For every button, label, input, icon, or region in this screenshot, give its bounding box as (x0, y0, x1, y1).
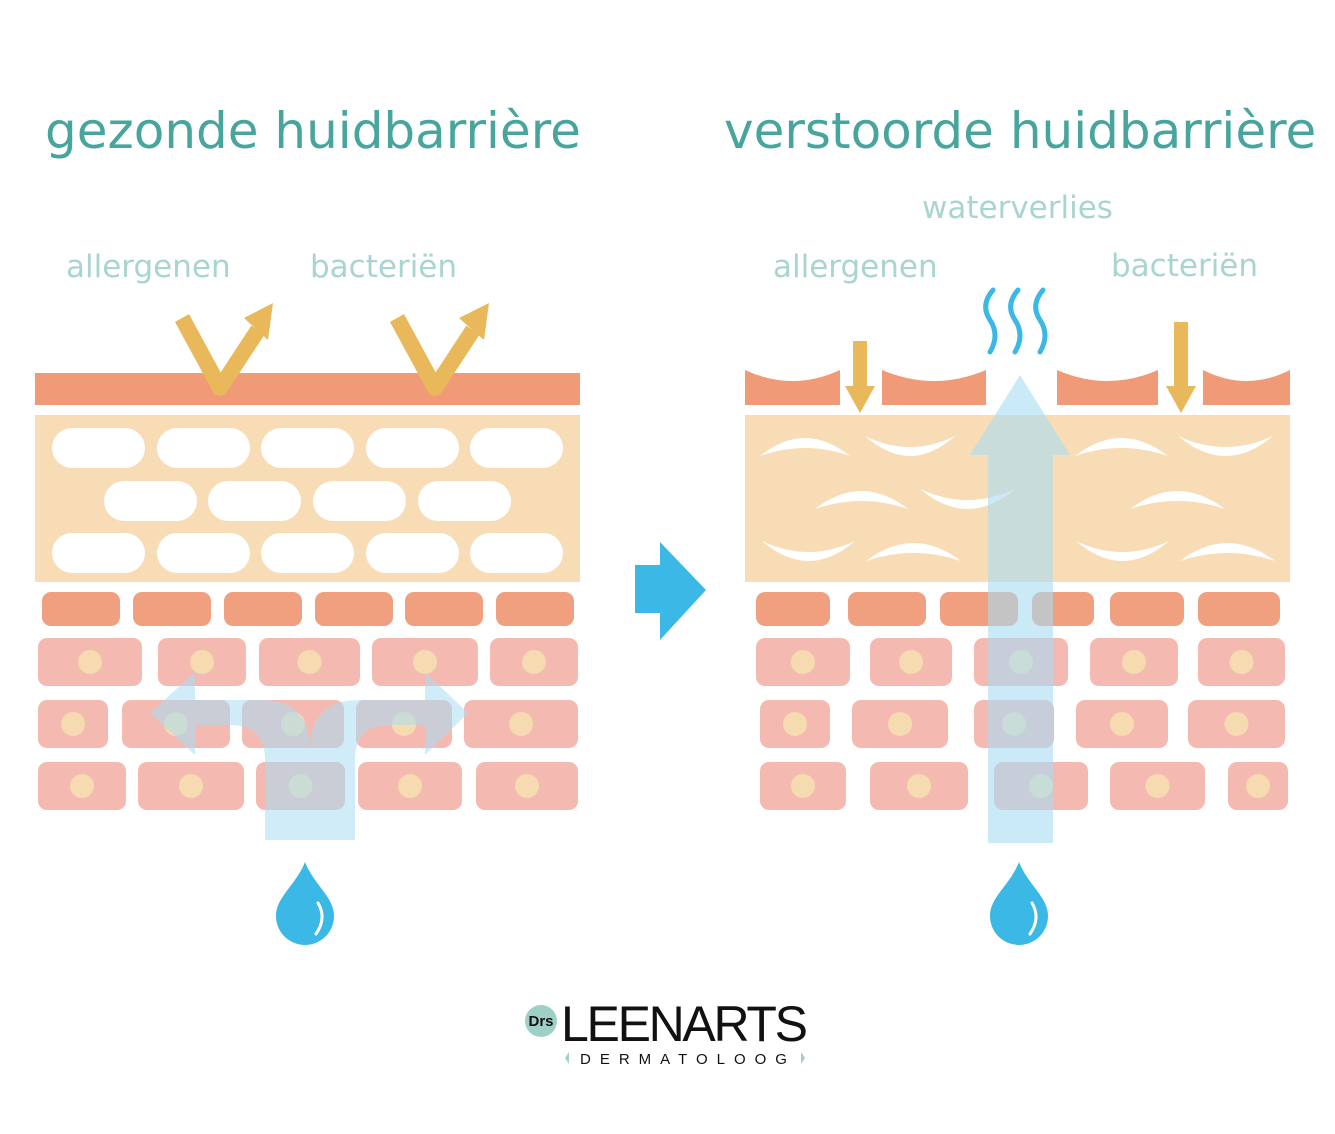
lipid-cell (470, 533, 563, 573)
water-flow-split-arrow (150, 672, 468, 840)
cell-nucleus (515, 774, 539, 798)
epidermis-cells (38, 592, 578, 810)
damaged-lipid-cell (1076, 541, 1169, 561)
cell-nucleus (899, 650, 923, 674)
logo-prefix: Drs (528, 1013, 553, 1030)
damaged-lipid-cell (1180, 543, 1275, 561)
basal-cell (1198, 592, 1280, 626)
left-bacteria-label: bacteriën (310, 249, 457, 285)
bacteria-penetration-arrow (1166, 322, 1196, 413)
basal-cell (224, 592, 302, 626)
cell-nucleus (1246, 774, 1270, 798)
cell-nucleus (509, 712, 533, 736)
cell-nucleus (297, 650, 322, 674)
basal-cell (133, 592, 211, 626)
water-drop-icon (990, 862, 1048, 945)
damaged-lipid-cell (815, 491, 908, 509)
cell-nucleus (1110, 712, 1134, 736)
damaged-lipid-cell (762, 541, 855, 561)
bounce-arrow-bacteria (389, 303, 489, 396)
cell-nucleus (791, 774, 815, 798)
cell-nucleus (888, 712, 912, 736)
lipid-cell (261, 428, 354, 468)
cell-nucleus (1224, 712, 1249, 736)
lipid-cell (366, 533, 459, 573)
basal-cell (496, 592, 574, 626)
right-bacteria-label: bacteriën (1111, 248, 1258, 284)
logo-badge (525, 1005, 557, 1037)
cell-nucleus (1145, 774, 1170, 798)
lipid-cell (470, 428, 563, 468)
damaged-lipid-cell (1178, 436, 1273, 456)
cell-nucleus (78, 650, 102, 674)
healthy-skin (35, 303, 580, 945)
logo-subtitle: DERMATOLOOG (580, 1051, 796, 1068)
lipid-cell (208, 481, 301, 521)
basal-cell (315, 592, 393, 626)
lipid-cell (52, 428, 145, 468)
left-allergens-label: allergenen (66, 249, 231, 285)
damaged-lipid-cell (760, 438, 850, 456)
cell-nucleus (413, 650, 437, 674)
broken-top-skin-layer (745, 370, 1290, 405)
cell-nucleus (1122, 650, 1146, 674)
damaged-lipid-cells (760, 436, 1275, 561)
lipid-cell (157, 428, 250, 468)
allergen-penetration-arrow (845, 341, 875, 413)
cell-nucleus (398, 774, 422, 798)
right-allergens-label: allergenen (773, 249, 938, 285)
cell-nucleus (907, 774, 931, 798)
broken-skin-piece (745, 370, 840, 405)
lipid-cells (52, 428, 563, 573)
logo-name: LEENARTS (561, 996, 808, 1052)
basal-cell (848, 592, 926, 626)
cell-nucleus (179, 774, 203, 798)
cell-nucleus (791, 650, 815, 674)
lipid-cell (366, 428, 459, 468)
lipid-cell (104, 481, 197, 521)
cell-nucleus (70, 774, 94, 798)
leenarts-logo: Drs LEENARTS DERMATOLOOG (525, 996, 808, 1068)
bounce-arrow-allergens (174, 303, 273, 396)
lipid-cell (418, 481, 511, 521)
basal-cell (405, 592, 483, 626)
damaged-lipid-cell (866, 543, 961, 561)
cell-nucleus (522, 650, 546, 674)
damaged-lipid-cell (1075, 438, 1168, 456)
basal-cell (756, 592, 830, 626)
damaged-lipid-cell (1130, 491, 1225, 509)
lipid-cell (52, 533, 145, 573)
water-loss-label: waterverlies (922, 190, 1113, 226)
transition-arrow-icon (635, 542, 706, 640)
cell-nucleus (1229, 650, 1254, 674)
right-title: verstoorde huidbarrière (724, 102, 1316, 160)
evaporation-waves-icon (983, 287, 1048, 355)
broken-skin-piece (1057, 370, 1158, 405)
cell-nucleus (783, 712, 807, 736)
lipid-cell (157, 533, 250, 573)
damaged-lipid-cell (865, 436, 955, 456)
top-skin-layer (35, 373, 580, 405)
cell-nucleus (190, 650, 214, 674)
broken-skin-piece (1203, 370, 1290, 405)
lipid-cell (313, 481, 406, 521)
water-drop-icon (276, 862, 334, 945)
broken-skin-piece (882, 370, 986, 405)
water-loss-arrow (970, 375, 1070, 843)
cell-nucleus (61, 712, 85, 736)
disturbed-skin (745, 287, 1290, 945)
basal-cell (1110, 592, 1184, 626)
basal-cell (42, 592, 120, 626)
left-title: gezonde huidbarrière (45, 102, 581, 160)
lipid-cell (261, 533, 354, 573)
